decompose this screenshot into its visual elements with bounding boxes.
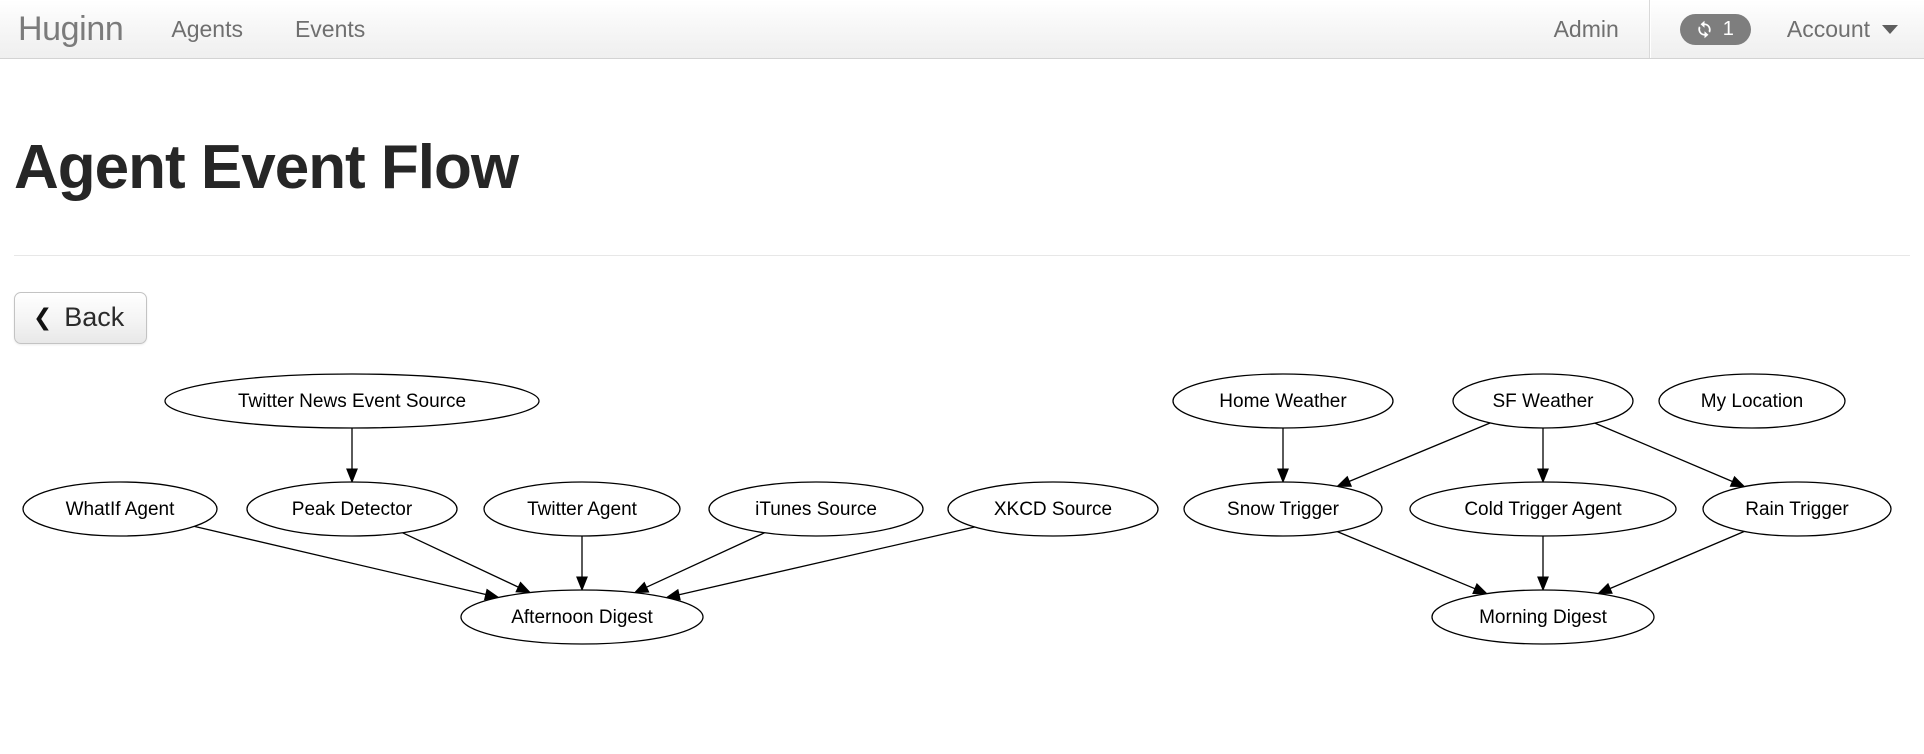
node-shape (246, 481, 458, 537)
node-label: Cold Trigger Agent (1464, 499, 1622, 520)
graph-node-sf_weather[interactable]: SF Weather (1452, 373, 1634, 429)
graph-node-rain_trigger[interactable]: Rain Trigger (1702, 481, 1892, 537)
brand-logo[interactable]: Huginn (18, 10, 124, 48)
edge-cold_trigger_agent-to-morning_digest (1537, 536, 1549, 592)
chevron-down-icon (1882, 24, 1898, 34)
edge-sf_weather-to-cold_trigger_agent (1537, 428, 1549, 484)
edge-twitter_agent-to-afternoon_digest (576, 536, 588, 592)
node-label: Snow Trigger (1227, 499, 1340, 520)
account-menu-label: Account (1786, 15, 1870, 42)
node-shape (1431, 589, 1655, 645)
graph-node-afternoon_digest[interactable]: Afternoon Digest (460, 589, 704, 645)
edge-whatif_agent-to-afternoon_digest (194, 525, 500, 601)
graph-node-twitter_agent[interactable]: Twitter Agent (483, 481, 681, 537)
node-label: SF Weather (1492, 391, 1594, 412)
node-shape (708, 481, 924, 537)
node-shape (164, 373, 540, 429)
top-navbar: Huginn Agents Events Admin 1 Account (0, 0, 1924, 59)
graph-node-home_weather[interactable]: Home Weather (1172, 373, 1394, 429)
node-shape (947, 481, 1159, 537)
navbar-divider (1648, 0, 1650, 58)
graph-node-peak_detector[interactable]: Peak Detector (246, 481, 458, 537)
navbar-left-group: Huginn Agents Events (0, 0, 391, 58)
status-badge[interactable]: 1 (1679, 13, 1751, 45)
node-label: My Location (1701, 391, 1803, 412)
node-shape (1702, 481, 1892, 537)
node-label: Afternoon Digest (511, 607, 653, 628)
status-badge-count: 1 (1722, 18, 1734, 40)
edge-rain_trigger-to-morning_digest (1596, 530, 1745, 595)
edge-peak_detector-to-afternoon_digest (402, 532, 532, 594)
graph-node-itunes_source[interactable]: iTunes Source (708, 481, 924, 537)
edge-twitter_news_event_source-to-peak_detector (346, 428, 358, 484)
node-label: Home Weather (1219, 391, 1347, 412)
node-shape (1452, 373, 1634, 429)
nav-link-agents[interactable]: Agents (171, 15, 243, 42)
edge-home_weather-to-snow_trigger (1277, 428, 1289, 484)
chevron-left-icon: ❮ (33, 304, 53, 330)
node-label: Twitter Agent (527, 499, 638, 520)
node-label: WhatIf Agent (66, 499, 176, 520)
node-label: iTunes Source (755, 499, 877, 520)
nav-link-admin[interactable]: Admin (1553, 15, 1619, 42)
graph-node-my_location[interactable]: My Location (1658, 373, 1846, 429)
graph-node-snow_trigger[interactable]: Snow Trigger (1183, 481, 1383, 537)
back-button-label: Back (64, 302, 125, 332)
page-container: Agent Event Flow ❮ Back (0, 137, 1924, 344)
account-menu[interactable]: Account (1777, 0, 1924, 58)
edge-itunes_source-to-afternoon_digest (633, 532, 765, 594)
node-shape (1409, 481, 1677, 537)
node-label: Twitter News Event Source (238, 391, 466, 412)
node-label: Peak Detector (292, 499, 413, 520)
edge-layer (194, 422, 1746, 601)
node-shape (1183, 481, 1383, 537)
edge-sf_weather-to-rain_trigger (1594, 422, 1746, 488)
node-label: Morning Digest (1479, 607, 1607, 628)
node-label: Rain Trigger (1745, 499, 1849, 520)
node-shape (22, 481, 218, 537)
edge-snow_trigger-to-morning_digest (1337, 530, 1489, 595)
node-shape (1658, 373, 1846, 429)
graph-node-whatif_agent[interactable]: WhatIf Agent (22, 481, 218, 537)
graph-node-xkcd_source[interactable]: XKCD Source (947, 481, 1159, 537)
graph-node-twitter_news_event_source[interactable]: Twitter News Event Source (164, 373, 540, 429)
graph-node-morning_digest[interactable]: Morning Digest (1431, 589, 1655, 645)
back-button[interactable]: ❮ Back (14, 292, 148, 344)
graph-node-cold_trigger_agent[interactable]: Cold Trigger Agent (1409, 481, 1677, 537)
title-divider (14, 255, 1910, 256)
edge-sf_weather-to-snow_trigger (1336, 422, 1491, 487)
page-title: Agent Event Flow (14, 133, 519, 202)
node-shape (1172, 373, 1394, 429)
navbar-right-group: Admin 1 Account (1528, 0, 1924, 58)
node-label: XKCD Source (994, 499, 1112, 520)
node-shape (460, 589, 704, 645)
refresh-icon (1694, 19, 1715, 40)
node-shape (483, 481, 681, 537)
worker-status-badge-wrap[interactable]: 1 (1654, 0, 1777, 58)
nav-link-events[interactable]: Events (294, 15, 366, 42)
edge-xkcd_source-to-afternoon_digest (665, 526, 975, 601)
